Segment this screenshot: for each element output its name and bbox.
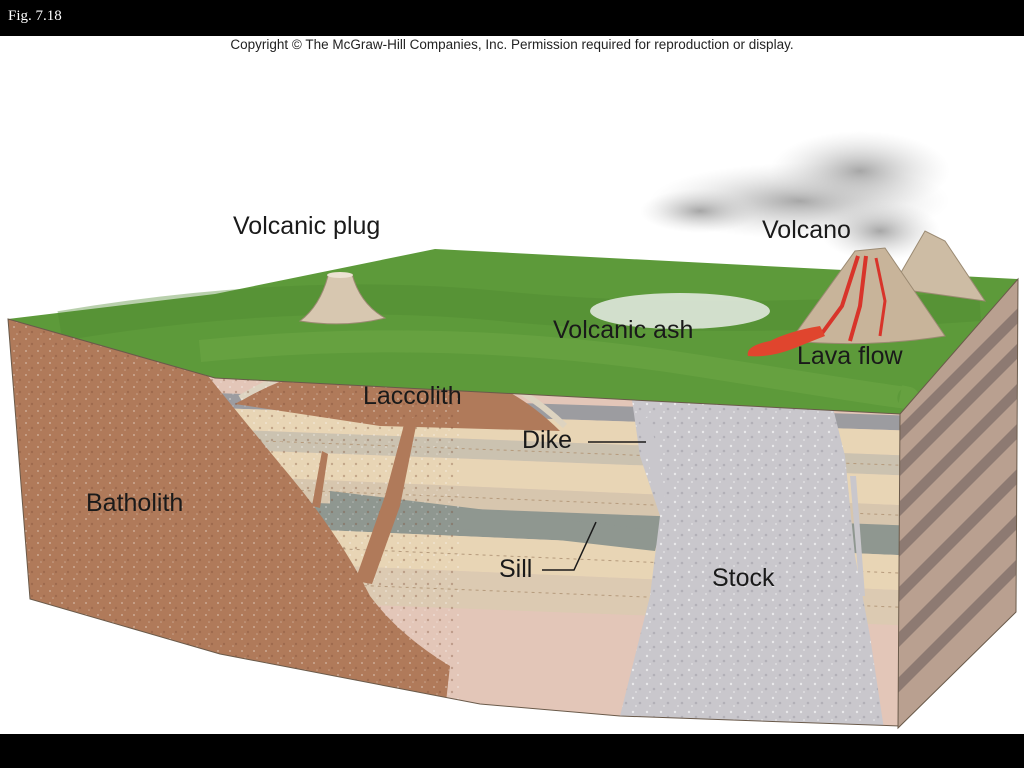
figure-label: Fig. 7.18 <box>8 8 62 24</box>
copyright-notice: Copyright © The McGraw-Hill Companies, I… <box>230 37 794 52</box>
label-volcanic-plug: Volcanic plug <box>233 212 381 240</box>
dike <box>355 416 418 584</box>
distant-volcano <box>891 230 987 302</box>
label-sill: Sill <box>499 555 533 583</box>
bottom-bar <box>0 734 1024 768</box>
label-laccolith: Laccolith <box>363 382 462 410</box>
label-lava-flow: Lava flow <box>797 342 903 370</box>
top-bar: Fig. 7.18 <box>0 0 1024 36</box>
label-stock: Stock <box>712 564 775 592</box>
igneous-intrusions-diagram <box>7 131 1019 730</box>
label-batholith: Batholith <box>86 489 184 517</box>
ground-surface <box>8 249 1018 414</box>
sill-leader-line <box>542 521 597 571</box>
smoke-plume <box>640 131 950 261</box>
lava-flow <box>747 326 825 357</box>
volcanic-ash-deposit <box>590 293 770 329</box>
label-volcanic-ash: Volcanic ash <box>553 316 694 344</box>
label-dike: Dike <box>522 426 573 454</box>
label-volcano: Volcano <box>762 216 851 244</box>
volcano <box>747 247 946 357</box>
slide: Copyright © The McGraw-Hill Companies, I… <box>0 36 1024 734</box>
volcanic-plug <box>298 272 387 325</box>
